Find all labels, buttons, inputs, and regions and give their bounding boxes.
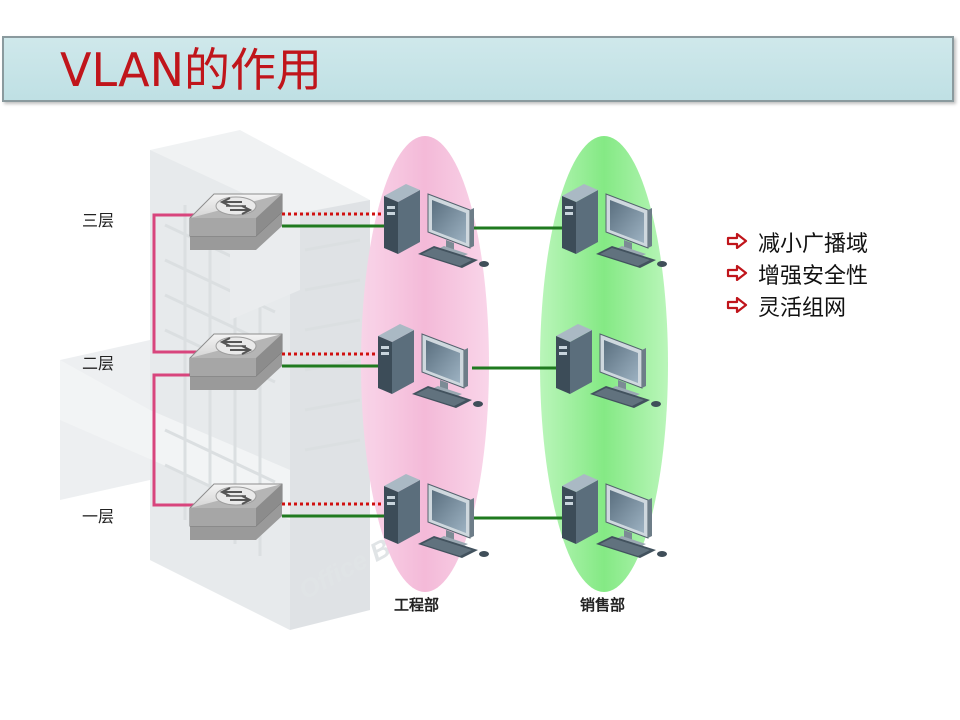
- benefit-text: 减小广播域: [758, 232, 869, 257]
- trunk-links: [152, 213, 200, 507]
- benefit-text: 灵活组网: [758, 296, 847, 321]
- page-title: VLAN的作用: [60, 43, 323, 97]
- dept-label-engineering: 工程部: [394, 596, 440, 614]
- floor-label-1: 一层: [82, 507, 115, 526]
- benefit-item: 增强安全性: [726, 258, 868, 290]
- arrow-right-outline-icon: [726, 294, 748, 319]
- benefit-text: 增强安全性: [758, 264, 869, 289]
- title-bar: VLAN的作用: [2, 36, 954, 102]
- benefits-list: 减小广播域 增强安全性 灵活组网: [726, 226, 868, 322]
- arrow-right-outline-icon: [726, 262, 748, 287]
- arrow-right-outline-icon: [726, 230, 748, 255]
- dept-label-sales: 销售部: [580, 596, 626, 614]
- floor-label-3: 三层: [82, 211, 115, 230]
- benefit-item: 灵活组网: [726, 290, 868, 322]
- floor-label-2: 二层: [82, 354, 115, 373]
- benefit-item: 减小广播域: [726, 226, 868, 258]
